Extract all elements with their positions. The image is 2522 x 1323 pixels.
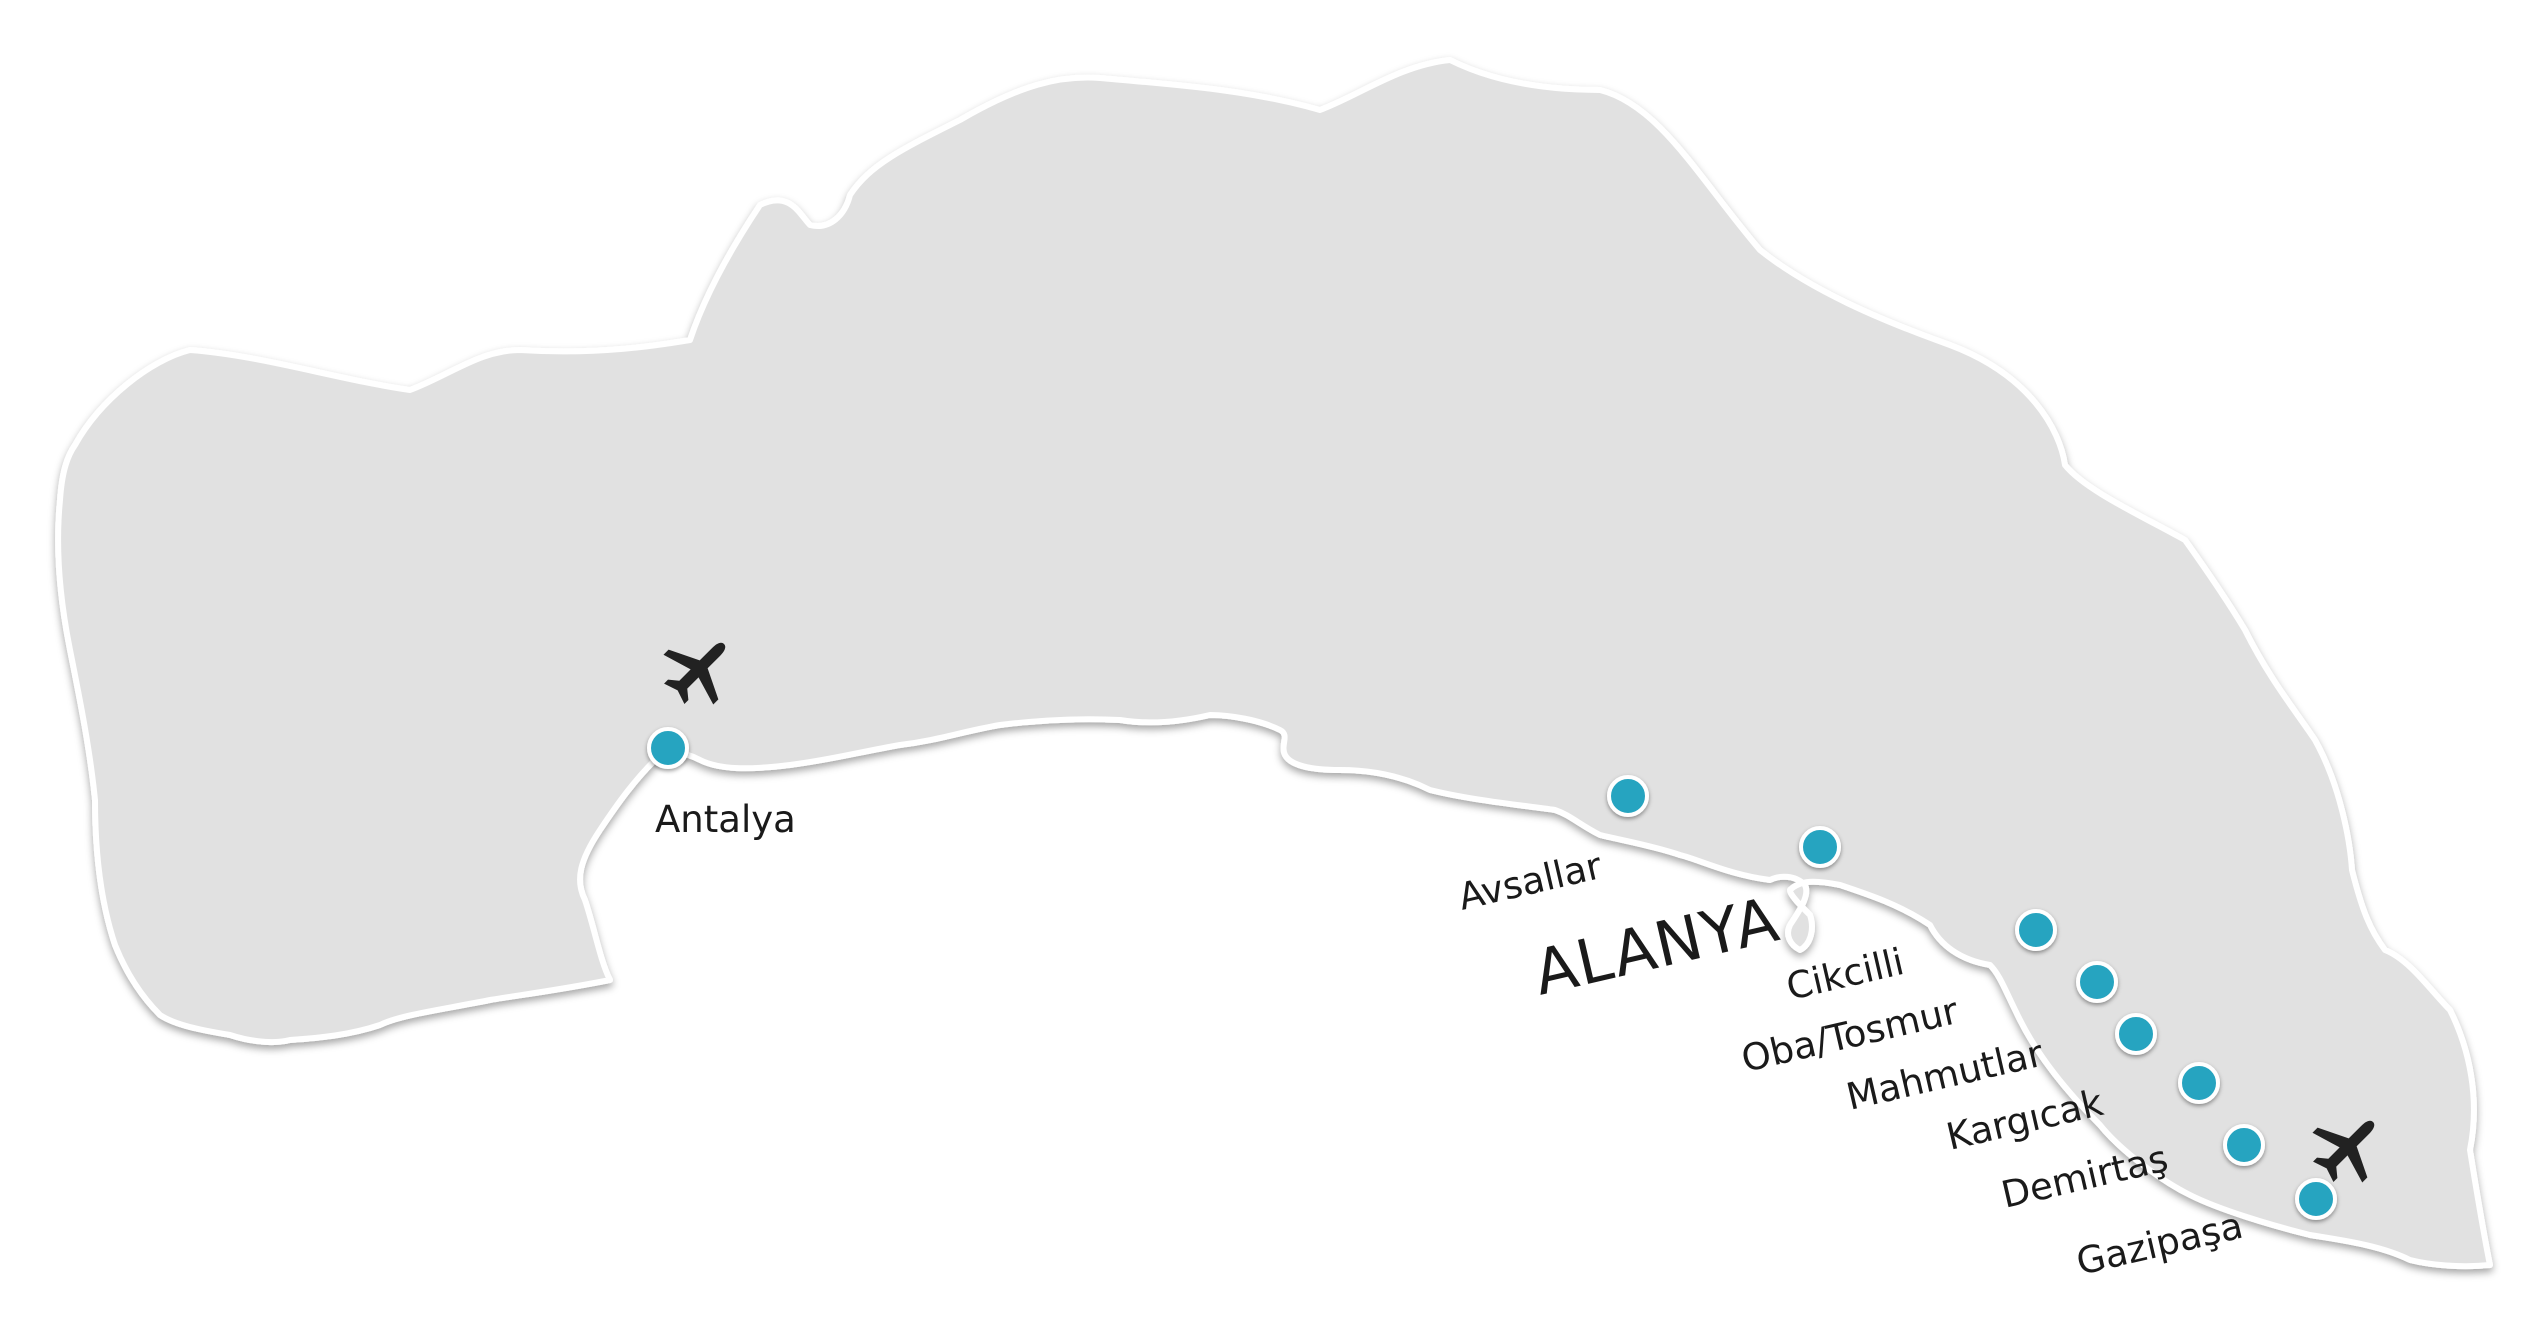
location-marker xyxy=(2015,909,2057,951)
location-marker xyxy=(2076,961,2118,1003)
place-label-antalya: Antalya xyxy=(655,798,796,841)
place-label-avsallar: Avsallar xyxy=(1454,844,1606,919)
location-marker xyxy=(2115,1013,2157,1055)
place-label-kargicak: Kargıcak xyxy=(1942,1081,2107,1159)
main-city-label: ALANYA xyxy=(1527,883,1786,1010)
location-marker xyxy=(2295,1178,2337,1220)
location-markers xyxy=(647,727,2337,1220)
place-label-gazipasa: Gazipaşa xyxy=(2072,1204,2246,1284)
location-marker xyxy=(1607,775,1649,817)
location-marker xyxy=(2178,1062,2220,1104)
location-marker xyxy=(1799,826,1841,868)
land-region xyxy=(55,57,2493,1270)
location-marker xyxy=(2223,1124,2265,1166)
place-label-demirtas: Demirtaş xyxy=(1997,1137,2172,1217)
location-marker xyxy=(647,727,689,769)
